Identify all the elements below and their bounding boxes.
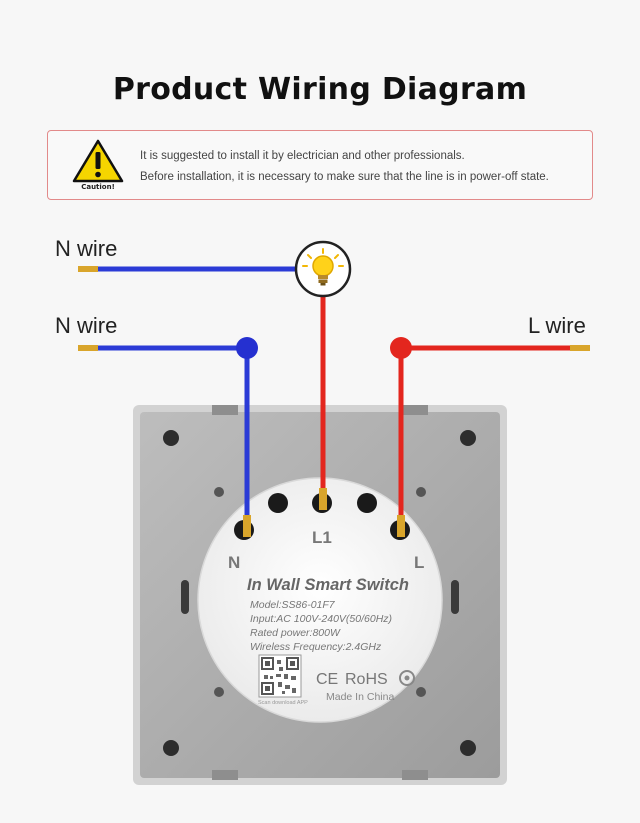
rohs-mark: RoHS: [345, 671, 388, 688]
terminal-n-label: N: [228, 553, 240, 572]
screw-hole: [460, 430, 476, 446]
copper-tip: [570, 345, 590, 351]
copper-tip: [319, 488, 327, 510]
screw-hole: [163, 430, 179, 446]
caution-box: Caution! It is suggested to install it b…: [47, 130, 593, 200]
qr-code: [258, 654, 302, 698]
module-power: Rated power:800W: [250, 627, 341, 639]
module-model: Model:SS86-01F7: [250, 599, 336, 611]
screw-hole: [163, 740, 179, 756]
warning-icon: [72, 139, 124, 183]
terminal-l1-label: L1: [312, 528, 332, 547]
switch-module: N L1 L In Wall Smart Switch Model:SS86-0…: [197, 477, 443, 723]
lightbulb-icon: [294, 240, 352, 298]
scan-app-text: Scan download APP: [258, 700, 308, 706]
screw-hole: [460, 740, 476, 756]
module-frequency: Wireless Frequency:2.4GHz: [250, 641, 382, 653]
page-title: Product Wiring Diagram: [112, 72, 528, 107]
n-junction-dot: [236, 337, 258, 359]
neutral-wires: [78, 266, 300, 537]
n-wire-top-label: N wire: [55, 236, 118, 261]
l-junction-dot: [390, 337, 412, 359]
copper-tip: [397, 515, 405, 537]
ce-mark: CE: [316, 671, 338, 688]
copper-tip: [243, 515, 251, 537]
module-input: Input:AC 100V-240V(50/60Hz): [250, 613, 392, 625]
recycle-icon: [399, 670, 415, 686]
module-name: In Wall Smart Switch: [247, 576, 409, 594]
terminal-l-label: L: [414, 553, 424, 572]
caution-text-1: It is suggested to install it by electri…: [140, 150, 465, 162]
copper-tip: [78, 266, 98, 272]
terminal-hole: [268, 493, 288, 513]
live-wires: [319, 296, 590, 537]
l-wire-label: L wire: [528, 313, 586, 338]
copper-tip: [78, 345, 98, 351]
caution-label: Caution!: [81, 183, 115, 191]
terminal-hole: [357, 493, 377, 513]
n-wire-mid-label: N wire: [55, 313, 118, 338]
caution-text-2: Before installation, it is necessary to …: [140, 171, 549, 183]
made-in-text: Made In China: [326, 691, 394, 703]
